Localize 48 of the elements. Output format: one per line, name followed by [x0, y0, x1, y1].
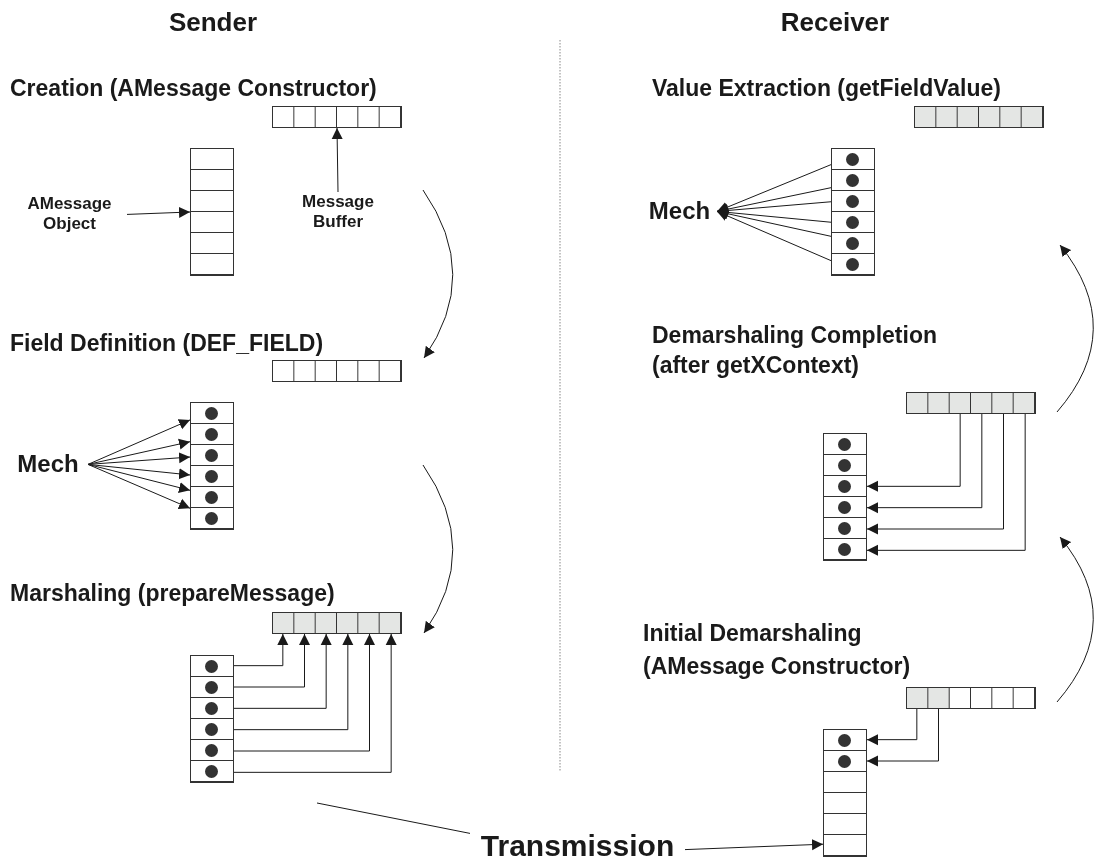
arrow — [866, 413, 1026, 556]
arrow — [866, 413, 983, 514]
arrow — [866, 708, 918, 746]
node-label: Transmission — [470, 828, 685, 862]
stage-heading: Field Definition (DEF_FIELD) — [10, 329, 325, 357]
stage-heading: Initial Demarshaling (AMessage Constructor) — [643, 619, 912, 681]
stage-heading: Creation (AMessage Constructor) — [10, 74, 378, 102]
object-column — [190, 655, 234, 783]
arrow — [87, 463, 191, 509]
arrow — [233, 633, 289, 667]
node-label: Mech — [8, 450, 88, 479]
arrow — [87, 419, 191, 465]
message-buffer — [272, 360, 402, 382]
object-column — [823, 729, 867, 857]
arrow — [866, 708, 939, 767]
message-buffer — [906, 392, 1036, 414]
stage-heading: Value Extraction (getFieldValue) — [652, 74, 1002, 102]
object-column — [831, 148, 875, 276]
arrow — [87, 438, 191, 465]
stage-heading: Marshaling (prepareMessage) — [10, 579, 336, 607]
arrow — [716, 206, 832, 223]
node-label: Message Buffer — [288, 192, 388, 233]
stage-heading: Demarshaling Completion (after getXContext) — [652, 321, 938, 380]
message-buffer — [272, 612, 402, 634]
arrow — [233, 633, 354, 731]
arrow — [233, 633, 332, 709]
arrow — [233, 633, 397, 773]
arrow — [87, 463, 191, 493]
object-column — [190, 402, 234, 530]
connector-line — [316, 802, 471, 834]
arrow — [233, 633, 375, 752]
message-buffer — [914, 106, 1044, 128]
node-label: Mech — [642, 197, 717, 226]
object-column — [823, 433, 867, 561]
arrow — [716, 210, 832, 262]
arrow — [233, 633, 310, 688]
message-buffer — [906, 687, 1036, 709]
object-column — [190, 148, 234, 276]
node-label: AMessage Object — [12, 194, 127, 235]
arrow — [126, 206, 191, 218]
column-heading: Sender — [167, 6, 259, 38]
arrow — [87, 463, 191, 480]
arrow — [684, 839, 824, 851]
message-buffer — [272, 106, 402, 128]
column-heading: Receiver — [779, 6, 891, 38]
arrow — [866, 413, 1004, 535]
arrow — [866, 413, 961, 492]
arrow — [331, 127, 343, 193]
